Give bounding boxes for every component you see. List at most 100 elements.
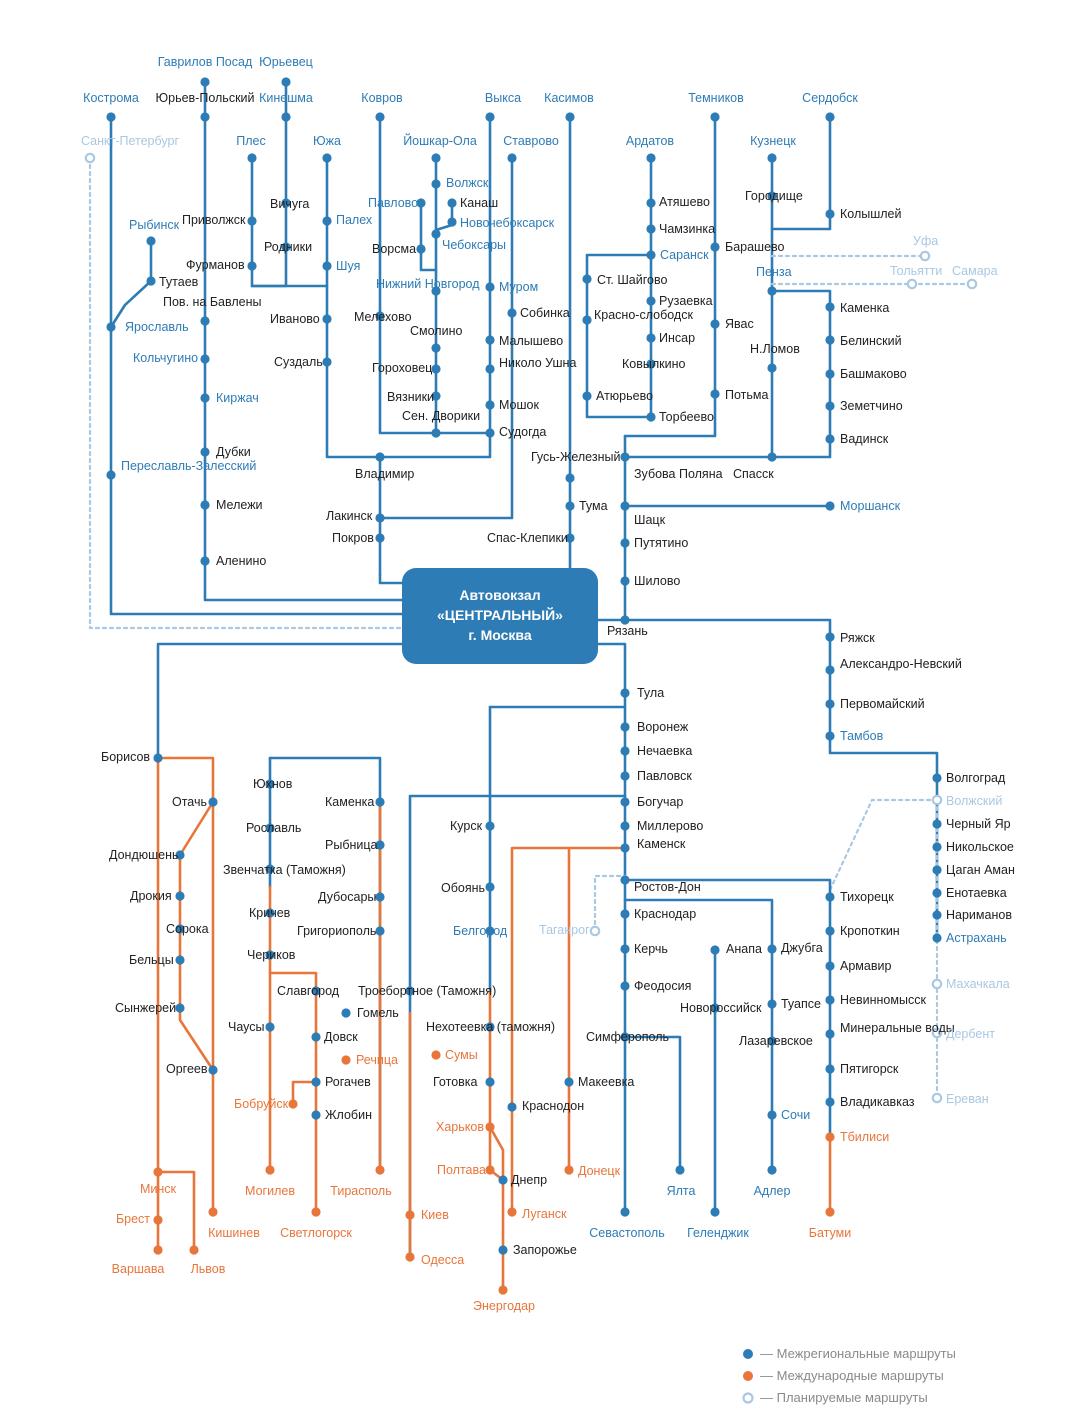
station-18-label[interactable]: Канаш [460,196,498,210]
station-32-label[interactable]: Барашево [725,240,785,254]
station-29-label[interactable]: Ворсма [372,242,416,256]
station-55-label[interactable]: Белинский [840,334,902,348]
station-123-label[interactable]: Краснодар [634,907,696,921]
station-168-label[interactable]: Полтава [437,1163,486,1177]
station-77-label[interactable]: Владимир [355,467,414,481]
station-183-label[interactable]: Батуми [809,1226,851,1240]
station-153-label[interactable]: Речица [356,1053,398,1067]
station-3-label[interactable]: Юрьев-Польский [156,91,255,105]
station-133-label[interactable]: Джубга [781,941,823,955]
station-132-label[interactable]: Анапа [726,942,762,956]
station-64-label[interactable]: Вязники [387,390,434,404]
station-0-label[interactable]: Гаврилов Посад [158,55,253,69]
station-182-label[interactable]: Геленджик [687,1226,749,1240]
station-15-label[interactable]: Ардатов [626,134,675,148]
station-105-label[interactable]: Каменка [325,795,374,809]
station-166-label[interactable]: Харьков [436,1120,484,1134]
station-97-label[interactable]: Нечаевка [637,744,692,758]
station-145-label[interactable]: Гомель [357,1006,399,1020]
station-11-label[interactable]: Плес [236,134,265,148]
station-148-label[interactable]: Минеральные воды [840,1021,955,1035]
station-122-label[interactable]: Кричев [249,906,291,920]
station-156-label[interactable]: Пятигорск [840,1062,899,1076]
station-28-label[interactable]: Рыбинск [129,218,180,232]
station-176-label[interactable]: Брест [116,1212,150,1226]
station-49-label[interactable]: Красно-слободск [594,308,693,322]
station-149-label[interactable]: Довск [324,1030,358,1044]
station-12-label[interactable]: Южа [313,134,341,148]
station-78-label[interactable]: Зубова Поляна [634,467,723,481]
station-45-label[interactable]: Рузаевка [659,294,713,308]
station-162-label[interactable]: Владикавказ [840,1095,915,1109]
station-102-label[interactable]: Богучар [637,795,683,809]
station-59-label[interactable]: Суздаль [274,355,323,369]
station-130-label[interactable]: Астрахань [946,931,1007,945]
station-22-label[interactable]: Городище [745,189,803,203]
station-137-label[interactable]: Махачкала [946,977,1010,991]
station-20-label[interactable]: Павлово [368,196,418,210]
station-127-label[interactable]: Белгород [453,924,508,938]
station-147-label[interactable]: Нехотеевка (таможня) [426,1020,555,1034]
station-9-label[interactable]: Сердобск [802,91,858,105]
station-91-label[interactable]: Ряжск [840,631,875,645]
station-140-label[interactable]: Троебортное (Таможня) [358,984,496,998]
station-5-label[interactable]: Ковров [361,91,403,105]
station-178-label[interactable]: Киев [421,1208,449,1222]
station-103-label[interactable]: Волжский [946,794,1002,808]
station-74-label[interactable]: Дубки [216,445,251,459]
station-86-label[interactable]: Спас-Клепики [487,531,568,545]
station-48-label[interactable]: Собинка [520,306,570,320]
station-184-label[interactable]: Запорожье [513,1243,577,1257]
station-53-label[interactable]: Смолино [410,324,462,338]
station-56-label[interactable]: Малышево [499,334,563,348]
station-109-label[interactable]: Черный Яр [946,817,1011,831]
station-27-label[interactable]: Колышлей [840,207,902,221]
station-101-label[interactable]: Юхнов [253,777,293,791]
station-135-label[interactable]: Бельцы [129,953,174,967]
station-188-label[interactable]: Энергодар [473,1299,535,1313]
station-67-label[interactable]: Киржач [216,391,259,405]
station-71-label[interactable]: Торбеево [659,410,714,424]
station-39-label[interactable]: Пенза [756,265,792,279]
station-116-label[interactable]: Ростов-Дон [634,880,701,894]
station-30-label[interactable]: Чебоксары [442,238,506,252]
station-119-label[interactable]: Енотаевка [946,886,1007,900]
station-54-label[interactable]: Инсар [659,331,695,345]
station-63-label[interactable]: Башмаково [840,367,907,381]
station-144-label[interactable]: Новороссийск [680,1001,762,1015]
station-185-label[interactable]: Одесса [421,1253,464,1267]
station-170-label[interactable]: Могилев [245,1184,295,1198]
station-96-label[interactable]: Тамбов [840,729,884,743]
station-99-label[interactable]: Павловск [637,769,692,783]
station-24-label[interactable]: Палех [336,213,373,227]
station-26-label[interactable]: Чамзинка [659,222,715,236]
station-186-label[interactable]: Варшава [112,1262,165,1276]
station-7-label[interactable]: Касимов [544,91,594,105]
station-66-label[interactable]: Потьма [725,388,768,402]
station-106-label[interactable]: Курск [450,819,483,833]
station-70-label[interactable]: Сен. Дворики [402,409,480,423]
station-173-label[interactable]: Адлер [754,1184,791,1198]
station-44-label[interactable]: Пов. на Бавлены [163,295,262,309]
station-163-label[interactable]: Краснодон [522,1099,584,1113]
station-36-label[interactable]: Шуя [336,259,360,273]
station-85-label[interactable]: Покров [332,531,374,545]
station-177-label[interactable]: Луганск [522,1207,567,1221]
station-75-label[interactable]: Гусь-Железный [531,450,620,464]
station-14-label[interactable]: Ставрово [503,134,559,148]
station-167-label[interactable]: Тбилиси [840,1130,889,1144]
station-152-label[interactable]: Лазаревское [739,1034,813,1048]
station-79-label[interactable]: Спасск [733,467,774,481]
station-139-label[interactable]: Феодосия [634,979,691,993]
station-73-label[interactable]: Вадинск [840,432,889,446]
station-68-label[interactable]: Мошок [499,398,539,412]
station-143-label[interactable]: Сынжерей [115,1001,176,1015]
station-171-label[interactable]: Ялта [667,1184,696,1198]
station-128-label[interactable]: Григориополь [297,924,376,938]
station-82-label[interactable]: Мележи [216,498,263,512]
station-150-label[interactable]: Дербент [946,1027,995,1041]
station-21-label[interactable]: Атяшево [659,195,710,209]
station-88-label[interactable]: Аленино [216,554,266,568]
station-142-label[interactable]: Невинномысск [840,993,926,1007]
station-110-label[interactable]: Каменск [637,837,686,851]
